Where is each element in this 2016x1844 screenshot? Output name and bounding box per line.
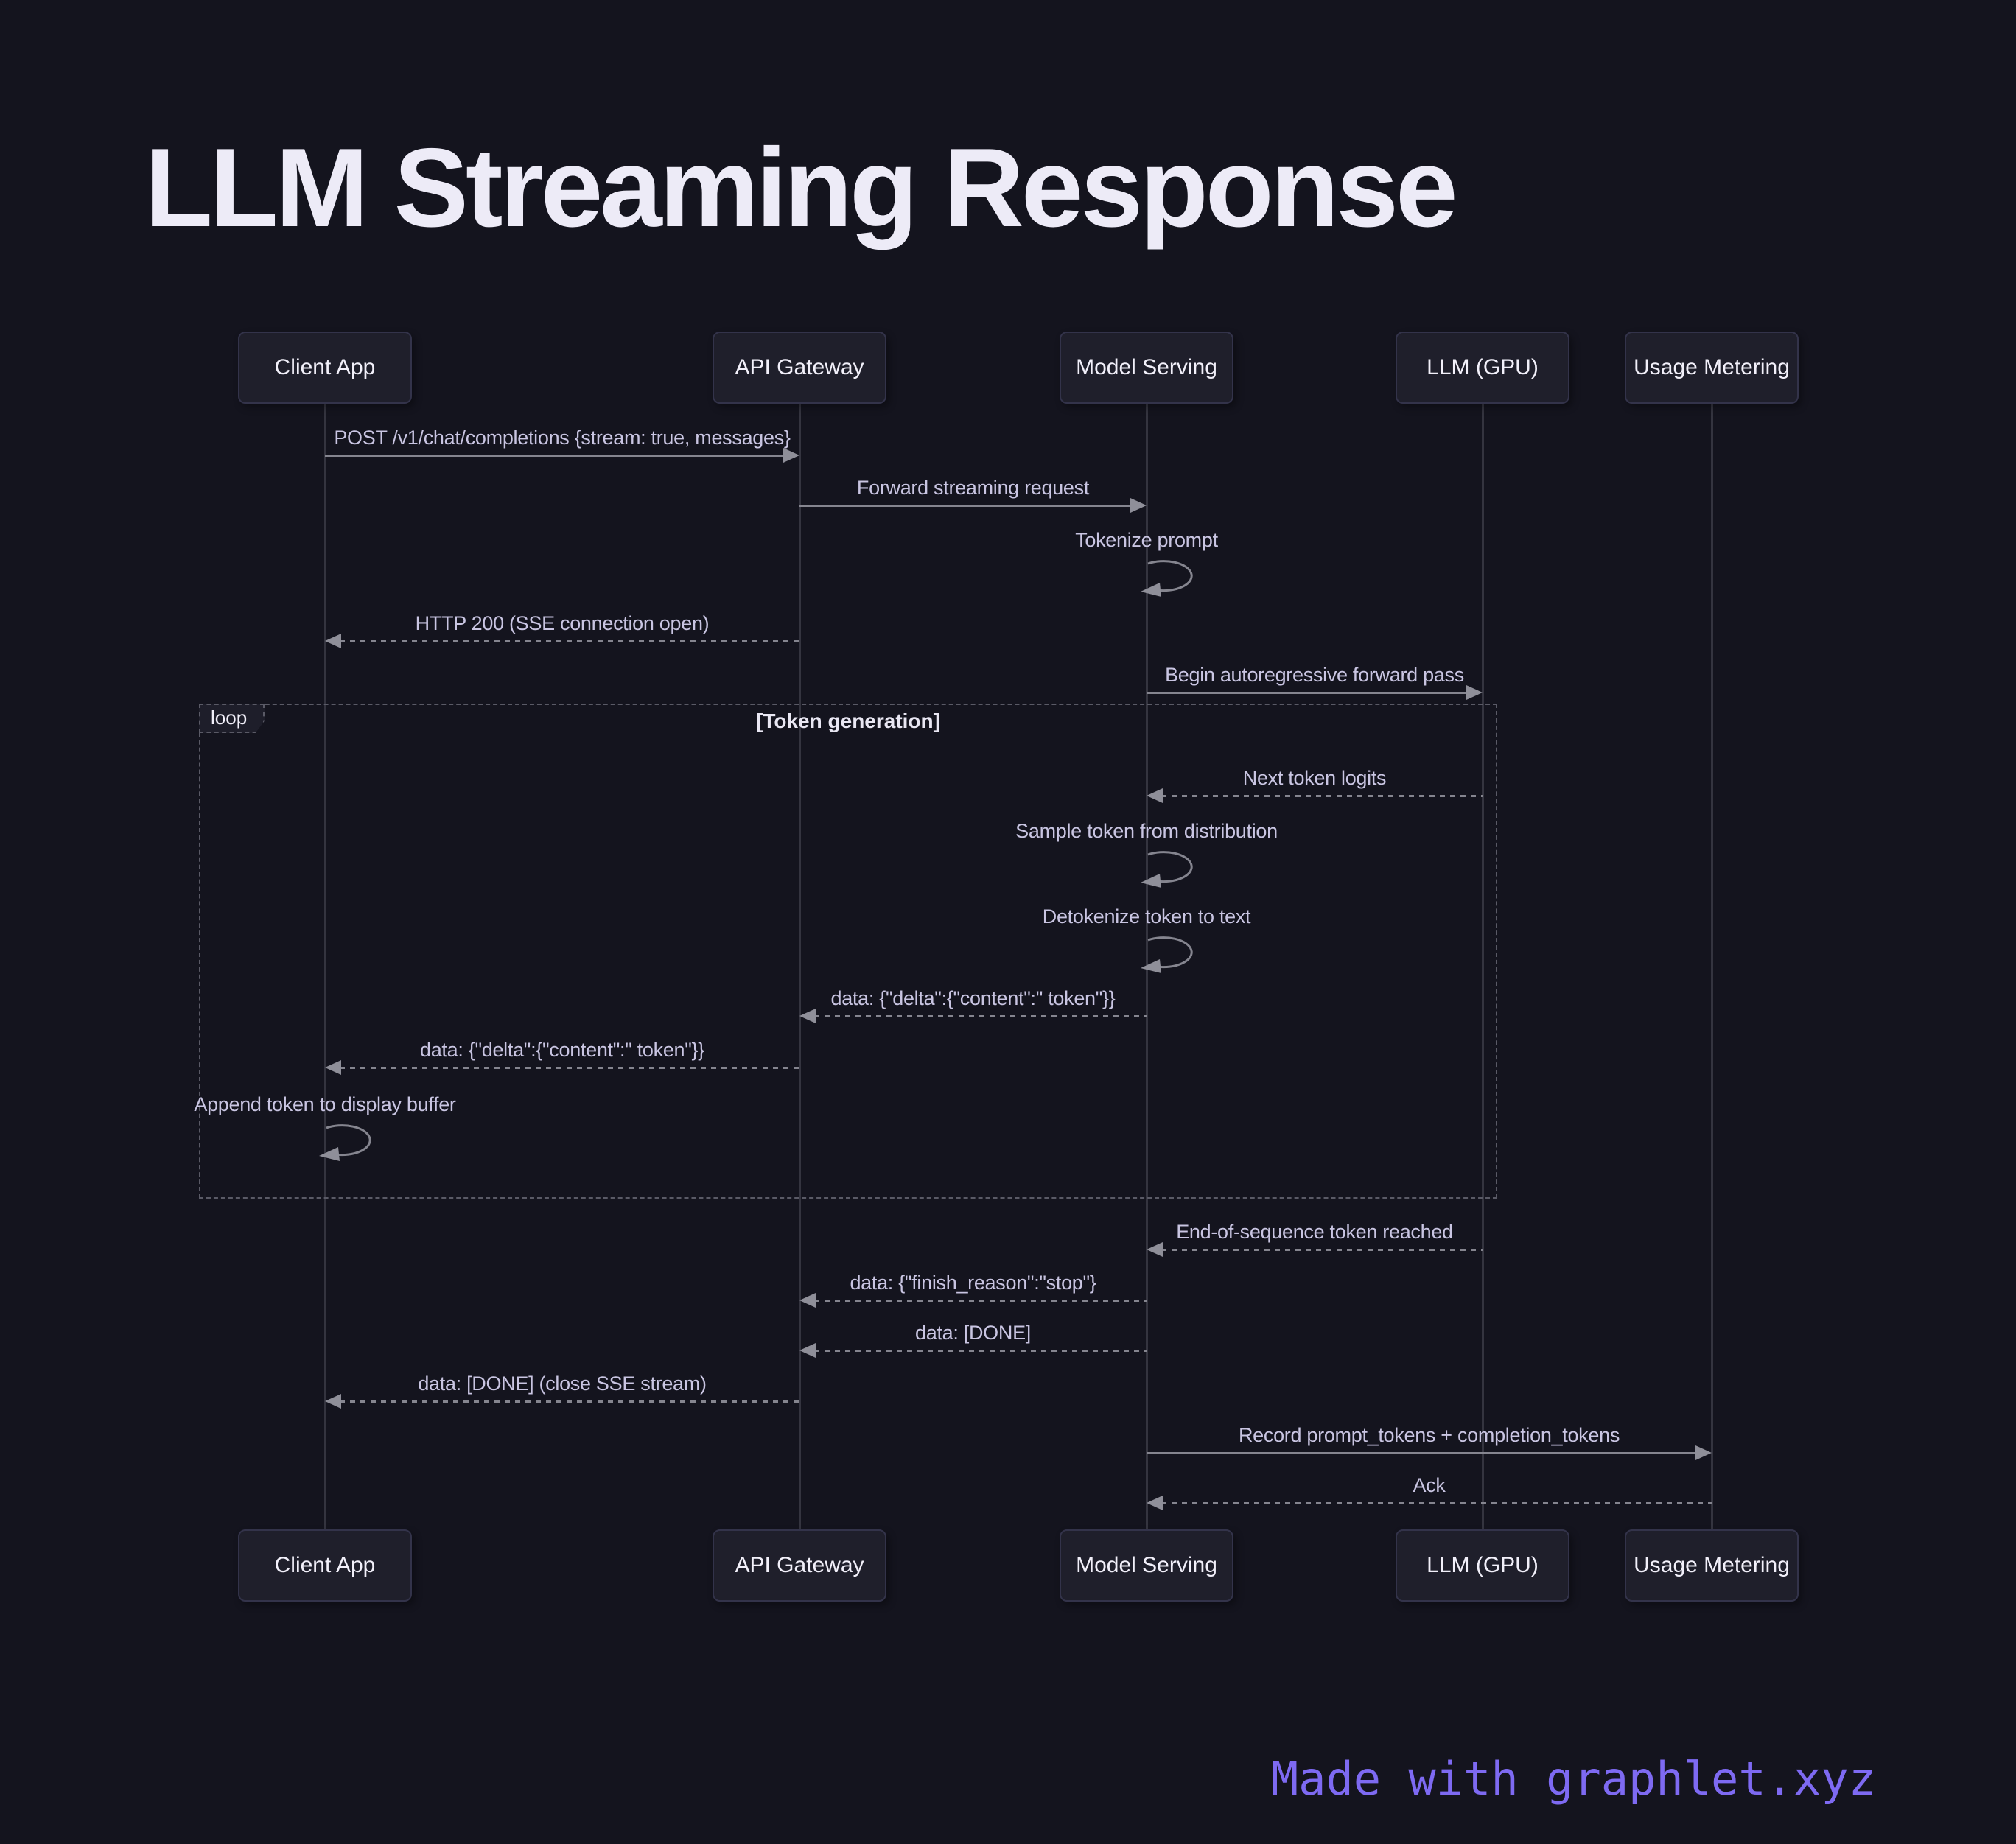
- lifeline-usage-metering: [1710, 404, 1713, 1529]
- self-arc-svg: [1141, 560, 1193, 597]
- message-label: HTTP 200 (SSE connection open): [415, 612, 710, 634]
- message-line: [1147, 1451, 1707, 1454]
- message-arrowhead: [325, 634, 341, 648]
- participant-usage-metering-bottom: Usage Metering: [1625, 1529, 1799, 1602]
- self-message-label: Sample token from distribution: [1015, 820, 1278, 842]
- loop-label: loop: [199, 704, 265, 733]
- message-label: data: {"delta":{"content":" token"}}: [419, 1039, 704, 1061]
- lifeline-client-app: [323, 404, 326, 1529]
- message-line: [804, 1349, 1147, 1352]
- message-arrowhead: [799, 1009, 816, 1023]
- self-message-arc: [1139, 931, 1210, 982]
- message-line: [329, 1066, 799, 1069]
- loop-frame: [199, 704, 1497, 1199]
- self-arc-svg: [319, 1124, 371, 1161]
- participant-model-serving-bottom: Model Serving: [1060, 1529, 1233, 1602]
- message-arrowhead: [783, 448, 799, 463]
- self-message-label: Detokenize token to text: [1042, 905, 1251, 928]
- loop-condition: [Token generation]: [756, 709, 940, 732]
- message-label: Begin autoregressive forward pass: [1165, 664, 1464, 686]
- lifeline-llm-gpu: [1481, 404, 1484, 1529]
- message-line: [325, 454, 795, 457]
- message-arrowhead: [325, 1394, 341, 1409]
- message-label: data: {"finish_reason":"stop"}: [850, 1272, 1096, 1294]
- diagram-title: LLM Streaming Response: [144, 125, 1458, 250]
- message-arrowhead: [1147, 788, 1163, 803]
- message-label: Record prompt_tokens + completion_tokens: [1238, 1424, 1620, 1446]
- message-arrowhead: [1147, 1242, 1163, 1257]
- participant-label: Model Serving: [1076, 1553, 1217, 1577]
- self-message-arc: [1139, 846, 1210, 897]
- participant-label: LLM (GPU): [1427, 355, 1539, 379]
- message-arrowhead: [799, 1343, 816, 1358]
- message-line: [1151, 1248, 1483, 1251]
- message-line: [329, 639, 799, 642]
- message-line: [1147, 691, 1478, 694]
- participant-llm-gpu-top: LLM (GPU): [1396, 332, 1569, 404]
- self-message-arc: [1139, 555, 1210, 606]
- message-label: data: {"delta":{"content":" token"}}: [830, 987, 1116, 1009]
- participant-llm-gpu-bottom: LLM (GPU): [1396, 1529, 1569, 1602]
- participant-label: Usage Metering: [1634, 1553, 1790, 1577]
- lifeline-api-gateway: [798, 404, 801, 1529]
- participant-label: LLM (GPU): [1427, 1553, 1539, 1577]
- message-arrowhead: [1130, 498, 1147, 513]
- footer-credit-text: Made with graphlet.xyz: [1270, 1752, 1876, 1806]
- message-arrowhead: [1147, 1496, 1163, 1510]
- message-arrowhead: [325, 1060, 341, 1075]
- participant-label: API Gateway: [735, 355, 864, 379]
- message-line: [804, 1299, 1147, 1302]
- message-arrowhead: [1466, 685, 1483, 700]
- message-line: [329, 1400, 799, 1403]
- message-label: Next token logits: [1242, 767, 1387, 789]
- footer-credit: Made with graphlet.xyz: [1271, 1752, 1876, 1806]
- message-line: [1151, 1501, 1712, 1504]
- message-label: data: [DONE]: [915, 1322, 1031, 1344]
- participant-label: API Gateway: [735, 1553, 864, 1577]
- participant-api-gateway-bottom: API Gateway: [713, 1529, 886, 1602]
- participant-client-app-bottom: Client App: [238, 1529, 412, 1602]
- participant-api-gateway-top: API Gateway: [713, 332, 886, 404]
- participant-model-serving-top: Model Serving: [1060, 332, 1233, 404]
- message-label: data: [DONE] (close SSE stream): [418, 1373, 707, 1395]
- self-arc-svg: [1141, 936, 1193, 973]
- self-arc-svg: [1141, 851, 1193, 888]
- self-message-arc: [318, 1119, 388, 1170]
- self-message-label: Tokenize prompt: [1075, 529, 1218, 551]
- participant-label: Client App: [274, 355, 376, 379]
- message-line: [1151, 794, 1483, 797]
- message-label: Ack: [1413, 1474, 1446, 1496]
- message-arrowhead: [799, 1293, 816, 1308]
- participant-usage-metering-top: Usage Metering: [1625, 332, 1799, 404]
- message-line: [799, 504, 1142, 507]
- message-label: End-of-sequence token reached: [1176, 1221, 1453, 1243]
- participant-label: Client App: [274, 1553, 376, 1577]
- message-line: [804, 1014, 1147, 1017]
- participant-client-app-top: Client App: [238, 332, 412, 404]
- message-arrowhead: [1695, 1445, 1712, 1460]
- message-label: Forward streaming request: [856, 477, 1090, 499]
- participant-label: Model Serving: [1076, 355, 1217, 379]
- self-message-label: Append token to display buffer: [194, 1093, 456, 1115]
- message-label: POST /v1/chat/completions {stream: true,…: [334, 427, 791, 449]
- participant-label: Usage Metering: [1634, 355, 1790, 379]
